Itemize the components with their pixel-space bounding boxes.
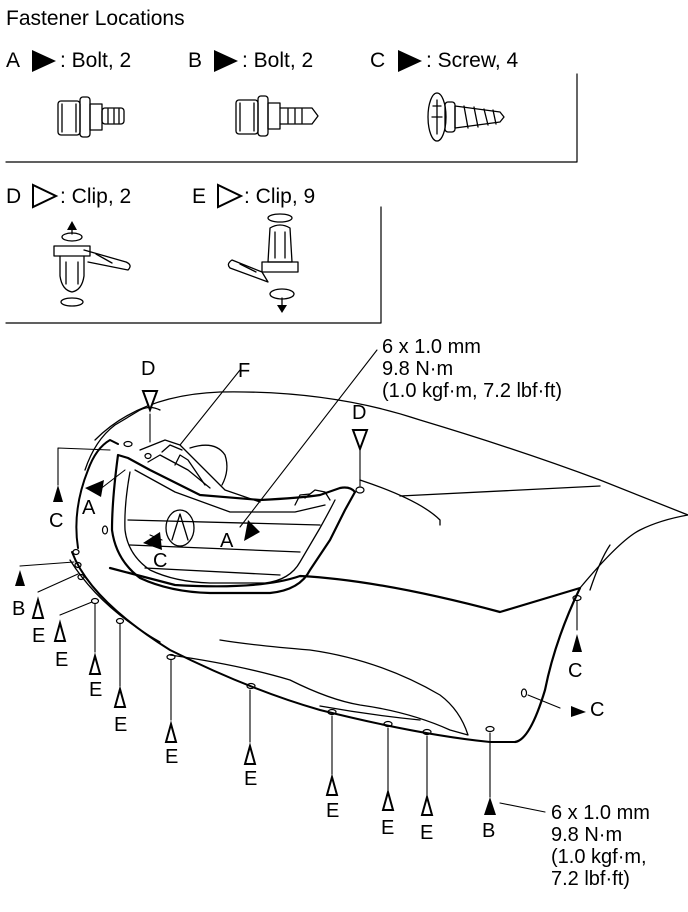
- hood-outline: [94, 391, 688, 516]
- bumper-outline: [75, 439, 119, 549]
- bolt-a-icon: [57, 96, 125, 138]
- legend-frame-bottom: [5, 206, 382, 324]
- label-e-6: E: [244, 768, 258, 790]
- label-e-1: E: [32, 625, 46, 647]
- clip-e-arrow-icon: [277, 305, 287, 313]
- legend-frame-top: [5, 73, 578, 163]
- grille-outline: [110, 453, 357, 595]
- label-a-center: A: [220, 530, 234, 552]
- legend-text-b: : Bolt, 2: [242, 49, 314, 72]
- filled-markers: [15, 480, 586, 815]
- page-title: Fastener Locations: [6, 7, 185, 30]
- emblem: [165, 509, 195, 547]
- label-e-7: E: [326, 800, 340, 822]
- clip-d-arrow-icon: [67, 221, 77, 230]
- label-e-2: E: [55, 649, 69, 671]
- label-b-left: B: [12, 598, 26, 620]
- outline-markers: [31, 390, 434, 816]
- label-b-bottom: B: [482, 820, 496, 842]
- legend-letter-c: C: [370, 49, 386, 72]
- legend-letter-b: B: [188, 49, 203, 72]
- label-c-left: C: [49, 510, 64, 532]
- torque-spec-bottom: 6 x 1.0 mm 9.8 N·m (1.0 kgf·m, 7.2 lbf·f…: [551, 802, 650, 890]
- legend-letter-d: D: [6, 185, 22, 208]
- torque-spec-top: 6 x 1.0 mm 9.8 N·m (1.0 kgf·m, 7.2 lbf·f…: [382, 336, 563, 402]
- label-e-5: E: [165, 746, 179, 768]
- label-c-right-side: C: [590, 699, 605, 721]
- label-d-top-right: D: [352, 402, 367, 424]
- legend-text-c: : Screw, 4: [426, 49, 519, 72]
- label-a-left: A: [82, 497, 96, 519]
- label-f: F: [238, 360, 251, 382]
- label-c-grille: C: [153, 550, 168, 572]
- legend-text-e: : Clip, 9: [244, 185, 316, 208]
- legend-text-a: : Bolt, 2: [60, 49, 132, 72]
- legend-letter-e: E: [192, 185, 207, 208]
- fastener-holes: [72, 440, 582, 736]
- lower-intake: [169, 639, 469, 736]
- clip-e-icon: [227, 213, 299, 307]
- clip-d-icon: [53, 227, 131, 307]
- label-e-9: E: [420, 822, 434, 844]
- bumper-upper-edge: [84, 406, 161, 471]
- label-c-right: C: [568, 660, 583, 682]
- legend-text-d: : Clip, 2: [60, 185, 132, 208]
- legend-letter-a: A: [6, 49, 21, 72]
- label-d-top-left: D: [141, 358, 156, 380]
- screw-c-icon: [427, 92, 505, 142]
- label-e-8: E: [381, 817, 395, 839]
- bolt-b-icon: [235, 95, 319, 137]
- leader-lines: [19, 349, 578, 813]
- label-e-3: E: [89, 679, 103, 701]
- label-e-4: E: [114, 714, 128, 736]
